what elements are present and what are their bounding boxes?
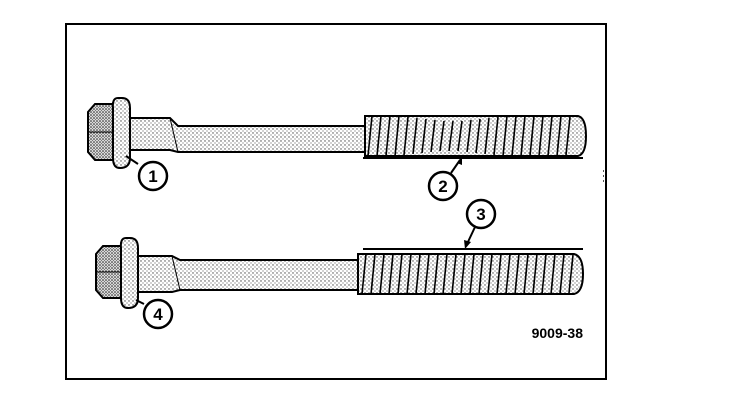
scan-marks <box>603 170 604 182</box>
callout-4-label: 4 <box>153 305 163 324</box>
callout-1-label: 1 <box>148 167 157 186</box>
figure-id: 9009-38 <box>532 325 584 341</box>
callout-2-label: 2 <box>438 177 447 196</box>
upper-bolt-flange <box>111 97 131 170</box>
callout-2: 2 <box>427 156 462 202</box>
callout-3-label: 3 <box>476 205 485 224</box>
figure-frame <box>65 23 607 380</box>
callout-4: 4 <box>135 298 174 330</box>
lower-bolt-flange <box>119 237 139 310</box>
lower-bolt <box>95 237 585 310</box>
callout-3: 3 <box>464 198 497 249</box>
callout-1: 1 <box>125 155 169 192</box>
lower-bolt-shank <box>137 255 359 293</box>
upper-bolt <box>87 97 588 170</box>
upper-bolt-shank <box>129 117 366 153</box>
